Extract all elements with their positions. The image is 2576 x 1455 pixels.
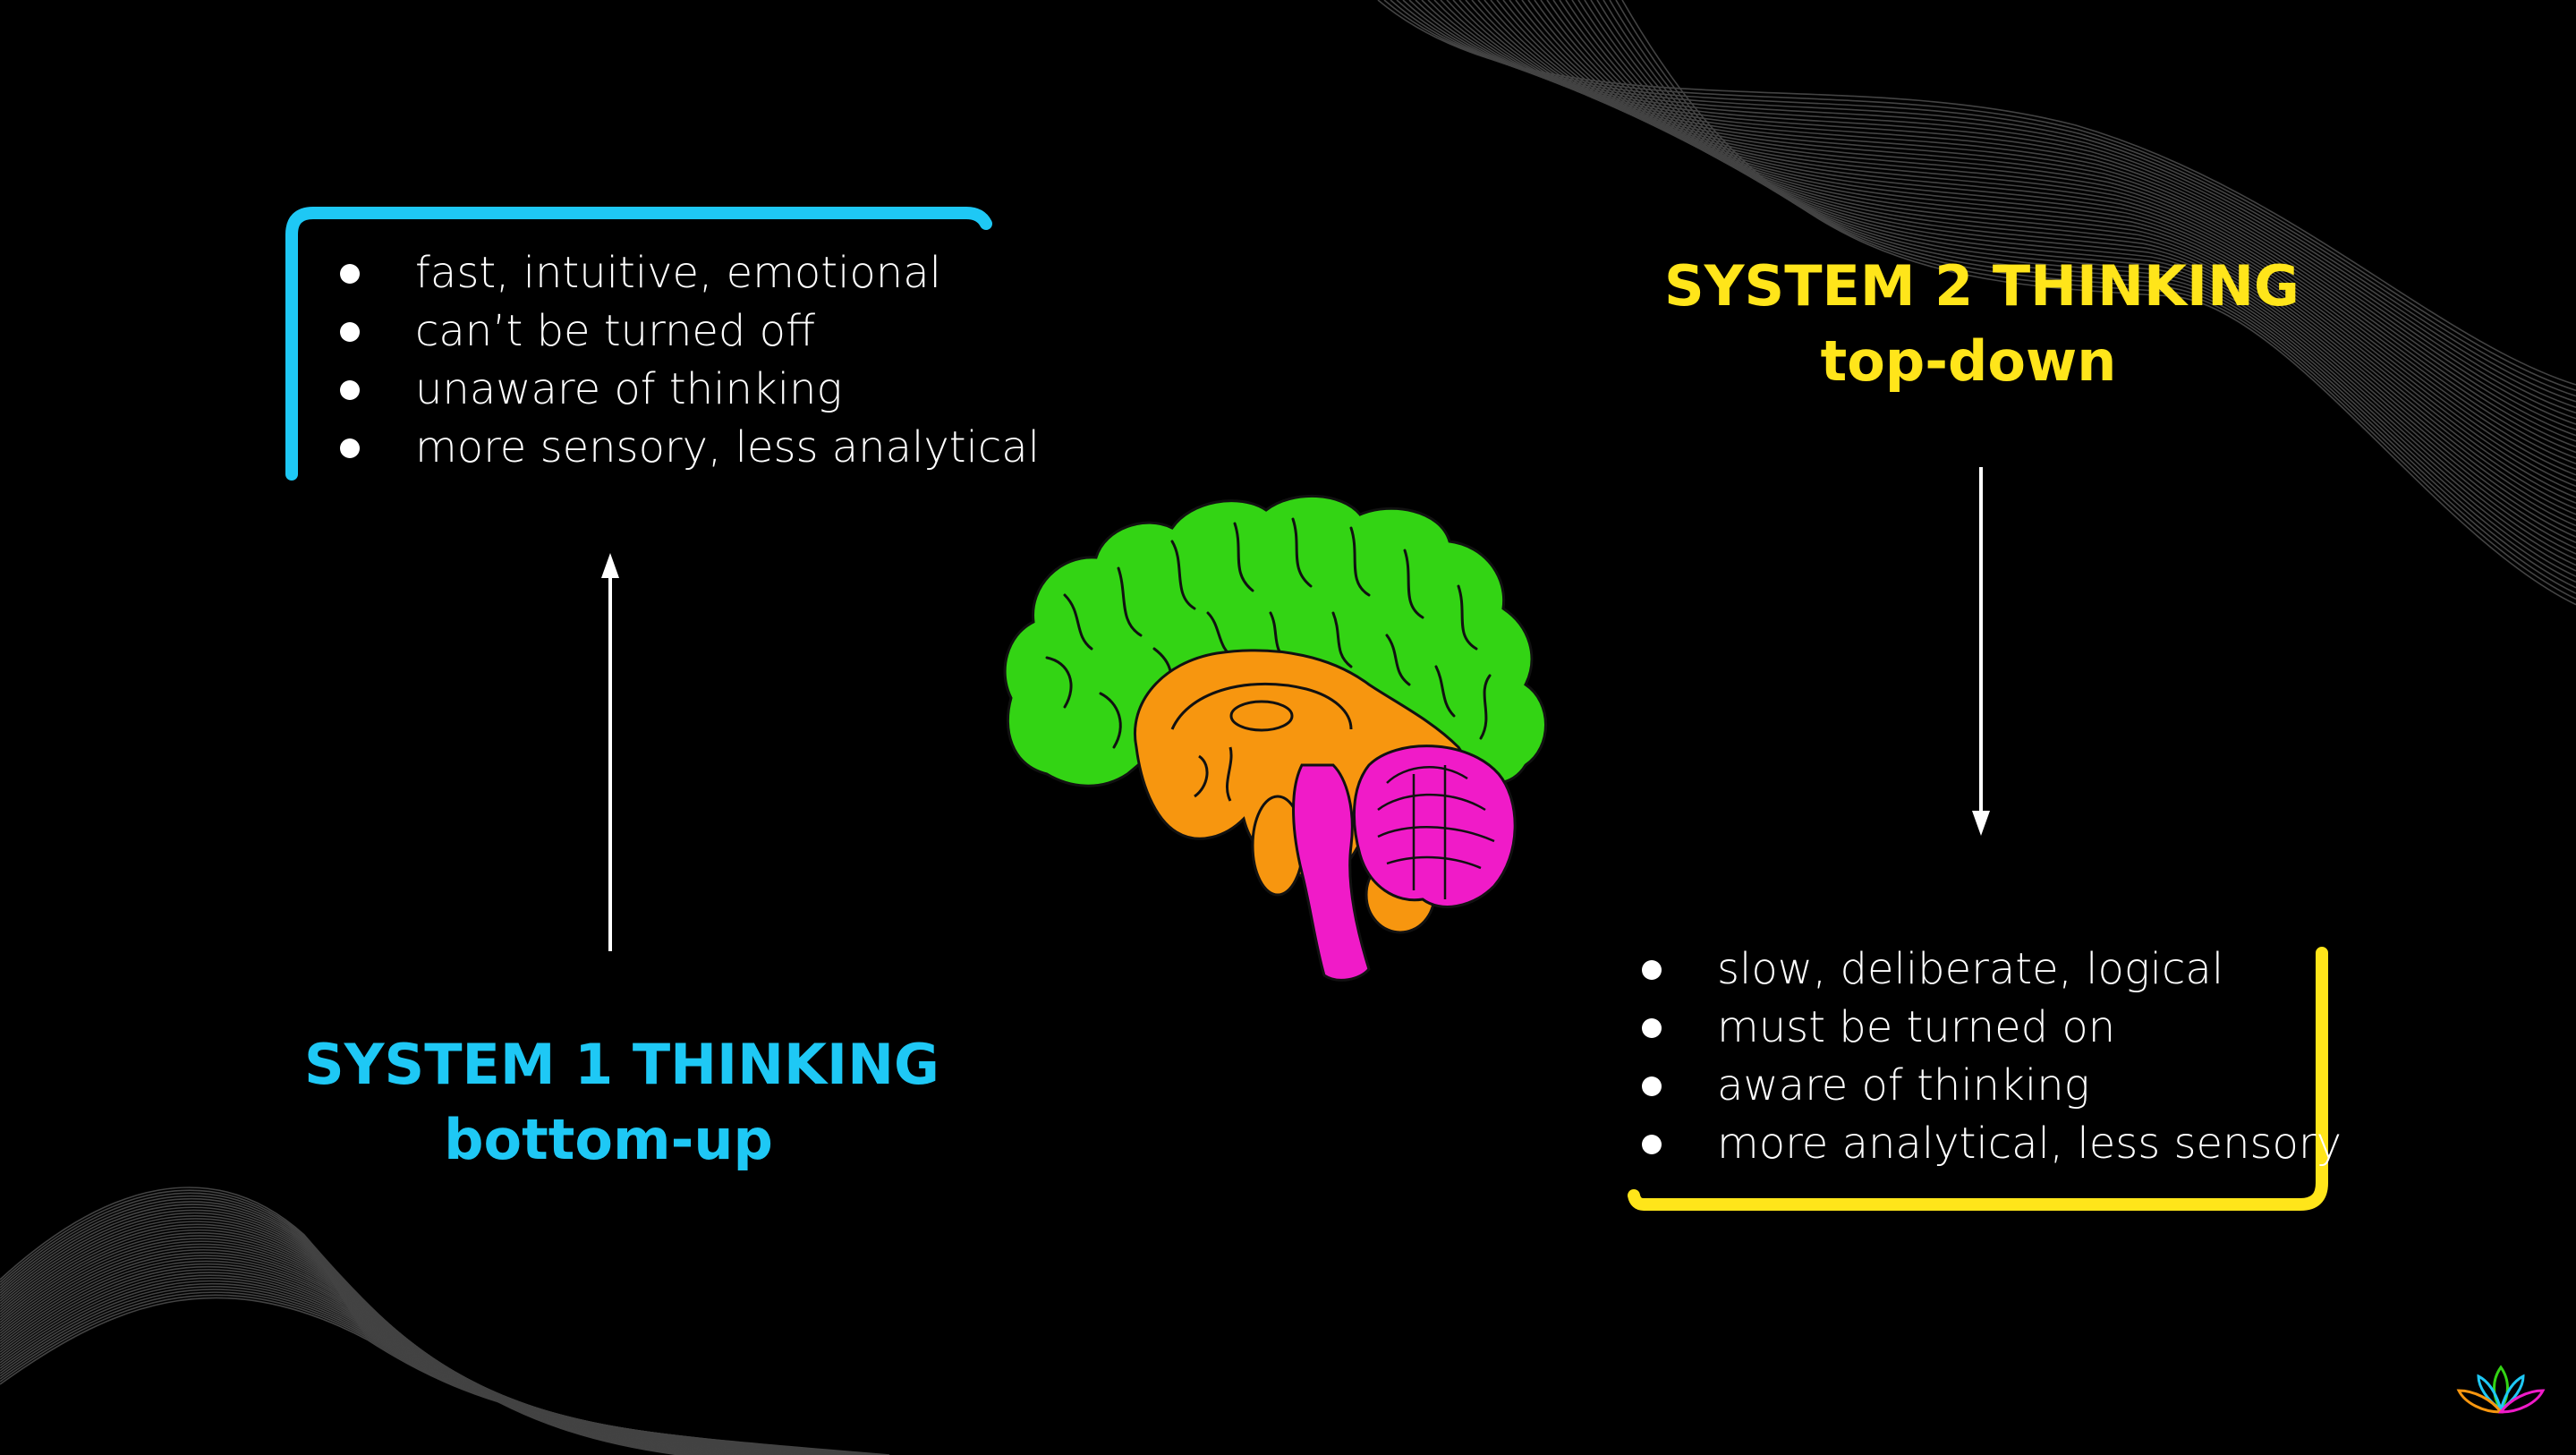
system2-bracket bbox=[1628, 947, 2328, 1211]
system1-subtitle: bottom-up bbox=[444, 1107, 773, 1172]
brain-inner-detail bbox=[1170, 682, 1353, 802]
system2-bullet-list: slow, deliberate, logical must be turned… bbox=[1642, 940, 2342, 1173]
list-item: must be turned on bbox=[1642, 999, 2342, 1057]
list-item: slow, deliberate, logical bbox=[1642, 940, 2342, 999]
list-item: fast, intuitive, emotional bbox=[340, 244, 1040, 302]
system1-title: SYSTEM 1 THINKING bbox=[304, 1032, 939, 1097]
bullet-icon bbox=[1642, 1134, 1662, 1154]
bullet-icon bbox=[340, 438, 360, 458]
system2-subtitle: top-down bbox=[1820, 328, 2117, 394]
list-item: aware of thinking bbox=[1642, 1057, 2342, 1115]
system1-heading: SYSTEM 1 THINKING bottom-up bbox=[304, 1027, 939, 1178]
system1-bracket bbox=[285, 207, 992, 481]
up-arrow-icon bbox=[601, 553, 619, 951]
lotus-logo-icon bbox=[2456, 1365, 2546, 1414]
wave-pattern-top-right bbox=[1377, 0, 2576, 606]
bullet-icon bbox=[340, 379, 360, 400]
brain-stem bbox=[1292, 763, 1371, 982]
system2-heading: SYSTEM 2 THINKING top-down bbox=[1664, 249, 2300, 399]
system1-bullet-list: fast, intuitive, emotional can’t be turn… bbox=[340, 244, 1040, 477]
list-item: more sensory, less analytical bbox=[340, 419, 1040, 477]
list-item: can’t be turned off bbox=[340, 302, 1040, 361]
down-arrow-icon bbox=[1972, 467, 1990, 836]
wave-pattern-bottom-left bbox=[0, 1187, 890, 1455]
list-item: unaware of thinking bbox=[340, 361, 1040, 419]
bullet-icon bbox=[340, 263, 360, 284]
brain-icon bbox=[1003, 495, 1547, 982]
bullet-icon bbox=[340, 321, 360, 342]
bullet-icon bbox=[1642, 959, 1662, 980]
list-item: more analytical, less sensory bbox=[1642, 1115, 2342, 1173]
system2-title: SYSTEM 2 THINKING bbox=[1664, 253, 2300, 319]
bullet-icon bbox=[1642, 1017, 1662, 1038]
brain-cerebellum-detail bbox=[1377, 765, 1495, 899]
bullet-icon bbox=[1642, 1076, 1662, 1096]
